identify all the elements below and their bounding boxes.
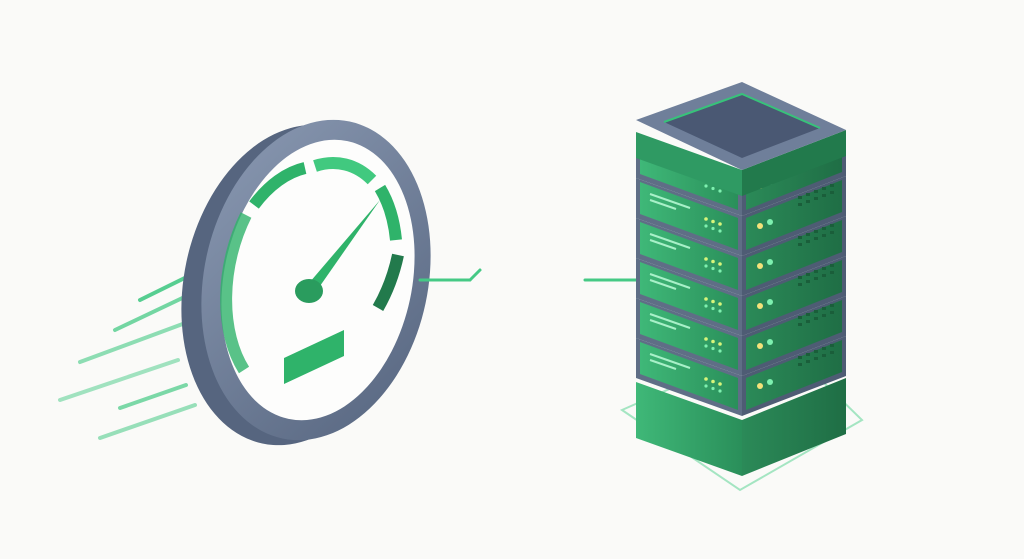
- motion-lines: [58, 266, 207, 440]
- server-rack-icon: [619, 82, 864, 492]
- server-top: [636, 82, 846, 196]
- server-unit: [636, 256, 846, 336]
- connector-line: [418, 268, 642, 282]
- server-unit: [636, 176, 846, 256]
- server-base: [636, 378, 846, 476]
- signal-waveform: [486, 212, 580, 344]
- gauge-readout-bar: [284, 330, 344, 384]
- gauge-scale: [220, 157, 404, 374]
- server-unit: [636, 336, 846, 416]
- speedometer-icon: [181, 119, 431, 446]
- server-unit: [636, 296, 846, 376]
- server-unit: [636, 216, 846, 296]
- gauge-needle: [295, 200, 380, 303]
